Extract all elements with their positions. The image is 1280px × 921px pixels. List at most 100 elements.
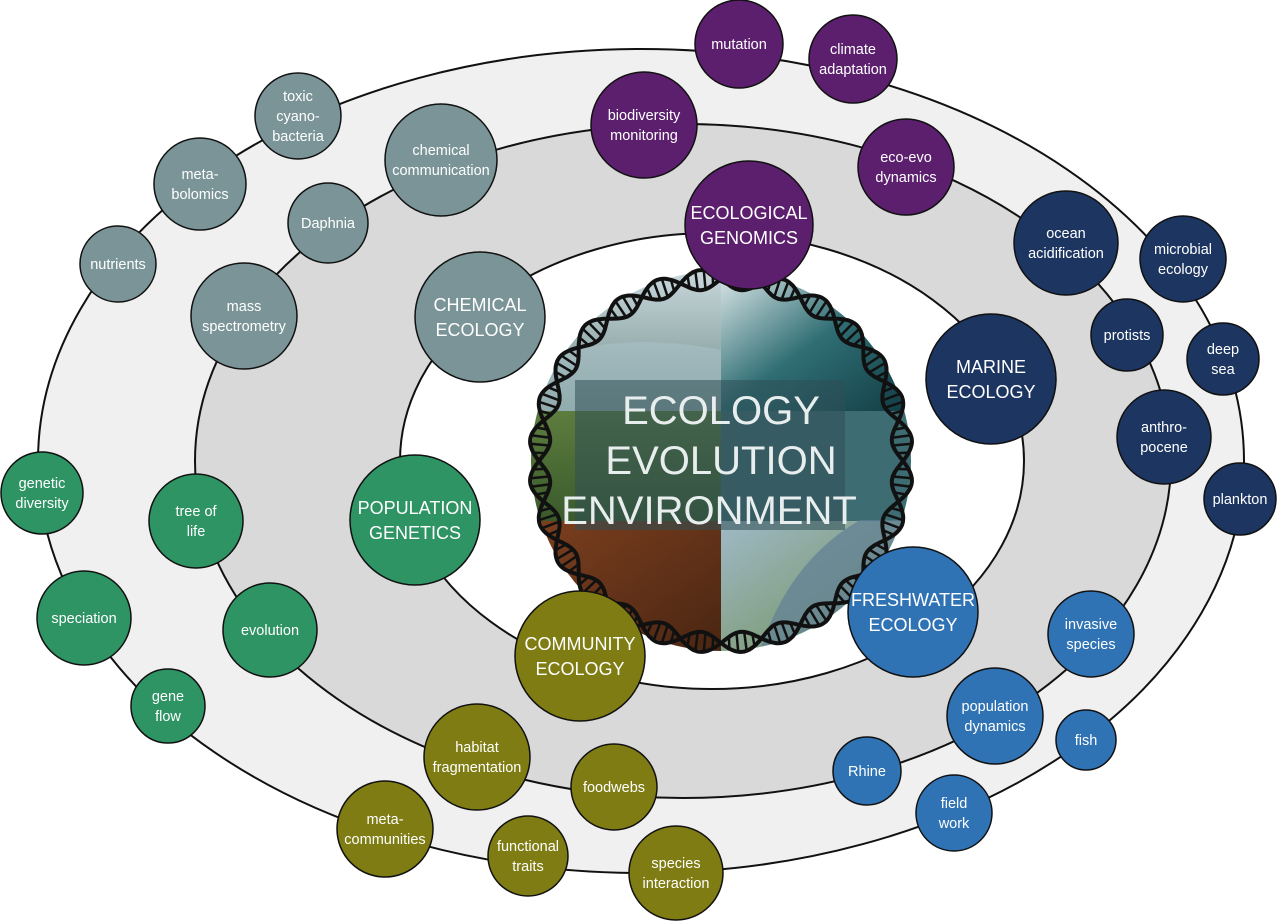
dna-rung (538, 400, 558, 409)
dna-rung (555, 548, 574, 561)
node-label-speciation: speciation (51, 611, 116, 627)
node-circle-genetic-diversity (0, 451, 84, 535)
node-label-metabolomics: bolomics (171, 187, 228, 203)
node-label-foodwebs: foodwebs (583, 780, 645, 796)
node-plankton: plankton (1203, 462, 1277, 536)
dna-rung (621, 295, 634, 314)
dna-rung (652, 622, 662, 641)
node-circle-field-work (915, 774, 993, 852)
node-mutation: mutation (694, 0, 784, 89)
dna-rung (560, 554, 578, 568)
node-label-eco-evo-dynamics: eco-evo (880, 150, 932, 166)
dna-rung (868, 361, 887, 374)
node-circle-evolution (222, 582, 318, 678)
dna-rung (660, 278, 669, 298)
center-title-line-2: EVOLUTION (605, 439, 836, 483)
node-label-ecological-genomics: ECOLOGICAL (690, 203, 807, 223)
node-circle-tree-of-life (148, 473, 244, 569)
dna-rung (839, 321, 855, 338)
dna-rung (702, 632, 707, 652)
node-circle-metacommunities (336, 780, 434, 878)
node-label-biodiversity-monitoring: biodiversity (608, 108, 681, 124)
dna-rung (652, 281, 662, 300)
center-title-line-3: ENVIRONMENT (561, 489, 857, 533)
dna-rung (531, 482, 551, 488)
dna-rung (530, 442, 550, 447)
dna-rung (882, 520, 901, 530)
node-label-anthropocene: pocene (1140, 440, 1188, 456)
node-circle-community-ecology (514, 590, 646, 722)
dna-rung (742, 631, 748, 651)
dna-rung (780, 281, 790, 300)
node-circle-biodiversity-monitoring (590, 71, 698, 179)
dna-rung (891, 434, 911, 440)
node-population-dynamics: population dynamics (946, 667, 1044, 765)
node-label-chemical-communication: chemical (412, 143, 469, 159)
node-label-species-interaction: interaction (643, 876, 710, 892)
node-label-field-work: work (938, 816, 970, 832)
node-circle-microbial-ecology (1139, 215, 1227, 303)
node-label-deep-sea: sea (1211, 362, 1235, 378)
node-circle-toxic-cyanobacteria (254, 72, 342, 160)
node-label-mutation: mutation (711, 37, 767, 53)
node-label-species-interaction: species (651, 856, 700, 872)
dna-rung (882, 392, 901, 402)
node-circle-habitat-fragmentation (423, 703, 531, 811)
node-label-fish: fish (1075, 733, 1098, 749)
dna-rung (530, 475, 550, 480)
node-label-ocean-acidification: acidification (1028, 246, 1104, 262)
node-label-metabolomics: meta- (181, 167, 218, 183)
node-label-chemical-ecology: ECOLOGY (435, 320, 524, 340)
node-evolution: evolution (222, 582, 318, 678)
node-circle-mass-spectrometry (190, 262, 298, 370)
node-circle-plankton (1203, 462, 1277, 536)
node-label-ecological-genomics: GENOMICS (700, 228, 798, 248)
node-label-population-dynamics: population (962, 699, 1029, 715)
node-circle-climate-adaptation (808, 14, 898, 104)
dna-rung (560, 354, 578, 368)
node-rhine: Rhine (832, 736, 902, 806)
node-label-rhine: Rhine (848, 764, 886, 780)
node-label-invasive-species: invasive (1065, 617, 1117, 633)
dna-rung (808, 608, 821, 627)
node-label-functional-traits: traits (512, 859, 543, 875)
node-label-nutrients: nutrients (90, 257, 146, 273)
node-label-freshwater-ecology: FRESHWATER (851, 590, 975, 610)
node-circle-marine-ecology (925, 313, 1057, 445)
node-label-biodiversity-monitoring: monitoring (610, 128, 678, 144)
dna-rung (735, 632, 740, 652)
node-circle-species-interaction (628, 825, 724, 921)
node-circle-nutrients (79, 225, 157, 303)
node-label-mass-spectrometry: spectrometry (202, 319, 287, 335)
node-species-interaction: species interaction (628, 825, 724, 921)
center-title-line-1: ECOLOGY (622, 389, 820, 433)
node-circle-chemical-ecology (414, 251, 546, 383)
node-label-population-genetics: POPULATION (358, 498, 473, 518)
node-label-toxic-cyanobacteria: cyano- (276, 109, 320, 125)
node-label-climate-adaptation: adaptation (819, 62, 887, 78)
node-label-population-dynamics: dynamics (964, 719, 1025, 735)
node-label-metacommunities: meta- (366, 812, 403, 828)
node-ecological-genomics: ECOLOGICAL GENOMICS (684, 160, 814, 290)
node-circle-rhine (832, 736, 902, 806)
node-circle-freshwater-ecology (847, 546, 979, 678)
node-label-freshwater-ecology: ECOLOGY (868, 615, 957, 635)
node-daphnia: Daphnia (287, 182, 369, 264)
node-protists: protists (1090, 298, 1164, 372)
dna-rung (773, 624, 782, 644)
dna-rung (587, 321, 603, 338)
node-circle-functional-traits (487, 815, 569, 897)
node-circle-anthropocene (1116, 389, 1212, 485)
title-panel (575, 380, 845, 530)
dna-rung (555, 361, 574, 374)
